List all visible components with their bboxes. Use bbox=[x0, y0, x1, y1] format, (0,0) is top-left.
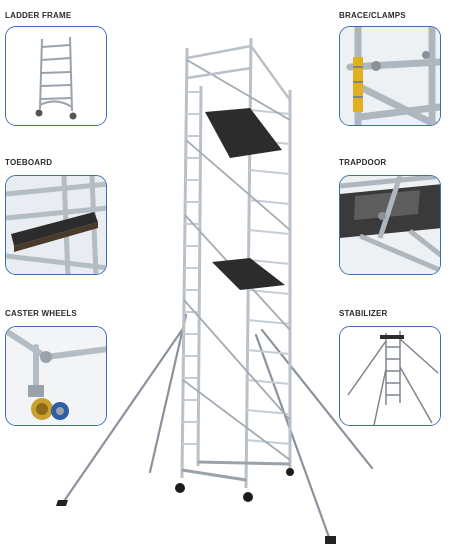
label-trapdoor: TRAPDOOR bbox=[339, 158, 387, 167]
side-rung bbox=[249, 109, 291, 115]
stabilizer-panel bbox=[339, 326, 441, 426]
toeboard-panel bbox=[5, 175, 107, 275]
side-rung bbox=[247, 349, 291, 355]
label-stabilizer: STABILIZER bbox=[339, 309, 388, 318]
side-rung bbox=[245, 439, 291, 445]
ladder-frame-image bbox=[6, 27, 106, 125]
side-rung bbox=[246, 379, 291, 385]
trapdoor-image bbox=[340, 176, 440, 274]
label-toeboard: TOEBOARD bbox=[5, 158, 53, 167]
stabilizer-image bbox=[340, 327, 440, 425]
side-rung bbox=[248, 229, 291, 235]
ladder-frame-panel bbox=[5, 26, 107, 126]
label-ladder-frame: LADDER FRAME bbox=[5, 11, 72, 20]
caster-wheels-image bbox=[6, 327, 106, 425]
side-rung bbox=[249, 169, 291, 175]
label-caster-wheels: CASTER WHEELS bbox=[5, 309, 77, 318]
brace-clamps-image bbox=[340, 27, 440, 125]
brace-clamps-panel bbox=[339, 26, 441, 126]
side-rung bbox=[248, 259, 291, 265]
trapdoor-panel bbox=[339, 175, 441, 275]
side-rung bbox=[246, 409, 291, 415]
toeboard-image bbox=[6, 176, 106, 274]
caster-wheels-panel bbox=[5, 326, 107, 426]
label-brace-clamps: BRACE/CLAMPS bbox=[339, 11, 406, 20]
